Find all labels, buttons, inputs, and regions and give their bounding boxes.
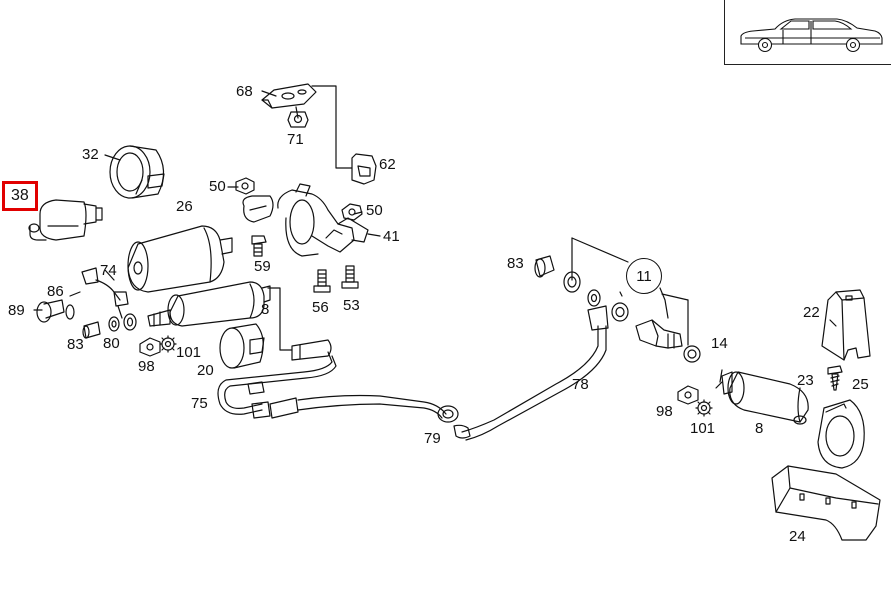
part-32-clamp	[109, 145, 165, 199]
callout-98-b[interactable]: 98	[656, 403, 673, 420]
callout-8-b[interactable]: 8	[755, 420, 764, 437]
part-53-stud	[341, 265, 359, 289]
part-59-screw	[251, 235, 267, 257]
part-83-fitting	[82, 321, 101, 339]
part-23-screw	[827, 365, 843, 391]
fuel-line	[297, 394, 447, 419]
part-50-nut-a	[235, 177, 255, 195]
callout-32[interactable]: 32	[82, 146, 99, 163]
part-86-washer	[65, 304, 75, 320]
part-8-fuel-pump-left	[147, 281, 271, 327]
callout-38-selected[interactable]: 38	[2, 181, 38, 211]
callout-83-b[interactable]: 83	[507, 255, 524, 272]
part-56-stud	[313, 269, 331, 293]
part-11-seal-ring-b	[611, 302, 629, 322]
part-83-fitting-b	[534, 255, 555, 278]
part-101-lockwasher-a	[159, 335, 177, 353]
callout-78[interactable]: 78	[572, 376, 589, 393]
part-101-lockwasher-b	[695, 399, 713, 417]
callout-79[interactable]: 79	[424, 430, 441, 447]
part-68-bracket	[261, 83, 317, 109]
vehicle-thumbnail	[724, 0, 891, 65]
part-89-banjo-bolt	[36, 299, 65, 323]
part-80-washer	[108, 316, 120, 332]
part-74-line	[81, 267, 129, 319]
part-98-nut-b	[677, 385, 699, 405]
leader-lines	[33, 85, 837, 389]
callout-23[interactable]: 23	[797, 372, 814, 389]
clip	[242, 195, 274, 223]
part-11-seal-ring-a	[563, 271, 581, 293]
part-41-bracket	[277, 183, 369, 257]
callout-62[interactable]: 62	[379, 156, 396, 173]
callout-83-a[interactable]: 83	[67, 336, 84, 353]
part-78-fuel-line	[461, 289, 609, 441]
part-38-pressure-regulator	[28, 199, 103, 241]
part-75-fuel-line	[217, 351, 337, 419]
callout-53[interactable]: 53	[343, 297, 360, 314]
part-11-seal-ring-c	[683, 345, 701, 363]
hose-fitting	[291, 339, 332, 361]
callout-101-b[interactable]: 101	[690, 420, 716, 437]
sedan-car-icon	[740, 18, 883, 53]
part-8-fuel-pump-right	[721, 371, 809, 425]
part-14-check-valve	[635, 319, 683, 349]
part-98-nut-a	[139, 337, 161, 357]
callout-11-circle[interactable]: 11	[626, 258, 662, 294]
part-22-bracket	[821, 289, 871, 361]
callout-22[interactable]: 22	[803, 304, 820, 321]
callout-41[interactable]: 41	[383, 228, 400, 245]
part-20-clamp	[219, 323, 265, 369]
part-24-cover	[771, 465, 881, 541]
callout-75[interactable]: 75	[191, 395, 208, 412]
part-62-mount	[351, 153, 377, 185]
callout-74[interactable]: 74	[100, 262, 117, 279]
callout-20[interactable]: 20	[197, 362, 214, 379]
callout-14[interactable]: 14	[711, 335, 728, 352]
seal-ring	[123, 313, 137, 331]
callout-89[interactable]: 89	[8, 302, 25, 319]
callout-71[interactable]: 71	[287, 131, 304, 148]
callout-25[interactable]: 25	[852, 376, 869, 393]
callout-98-a[interactable]: 98	[138, 358, 155, 375]
callout-26[interactable]: 26	[176, 198, 193, 215]
callout-68[interactable]: 68	[236, 83, 253, 100]
part-26-fuel-filter	[127, 225, 233, 293]
part-25-clamp	[817, 399, 865, 469]
callout-86[interactable]: 86	[47, 283, 64, 300]
callout-50-a[interactable]: 50	[209, 178, 226, 195]
callout-59[interactable]: 59	[254, 258, 271, 275]
part-79-grommet	[437, 405, 471, 439]
callout-24[interactable]: 24	[789, 528, 806, 545]
part-50-nut-b	[341, 203, 363, 221]
callout-50-b[interactable]: 50	[366, 202, 383, 219]
part-71-nut	[287, 111, 309, 128]
callout-56[interactable]: 56	[312, 299, 329, 316]
callout-101-a[interactable]: 101	[176, 344, 202, 361]
callout-8-a[interactable]: 8	[261, 301, 270, 318]
callout-80[interactable]: 80	[103, 335, 120, 352]
